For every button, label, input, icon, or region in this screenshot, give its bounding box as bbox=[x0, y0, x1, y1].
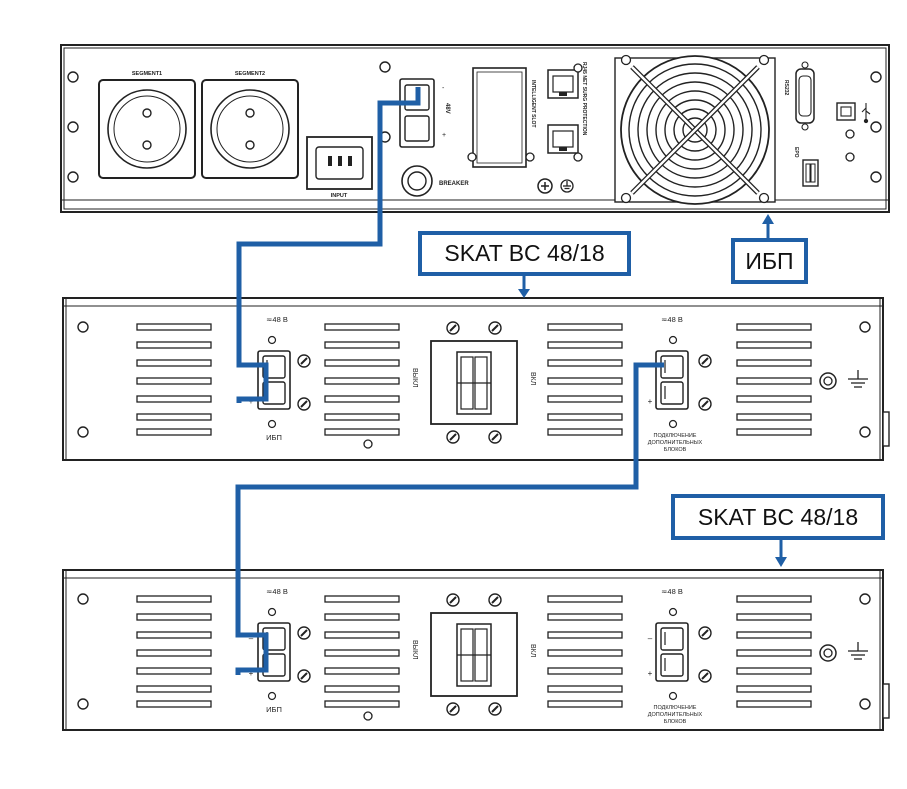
voltage-label-left: ≂48 В bbox=[266, 587, 288, 596]
socket-segment2 bbox=[201, 79, 299, 179]
callout-ups: ИБП bbox=[731, 238, 808, 284]
ground-icon bbox=[848, 370, 868, 388]
expansion-connector bbox=[655, 622, 689, 682]
expansion-label-line2: ДОПОЛНИТЕЛЬНЫХ bbox=[648, 712, 703, 718]
pointer-arrows bbox=[518, 214, 787, 567]
screw-icon bbox=[488, 702, 502, 716]
screw-icon bbox=[488, 321, 502, 335]
expansion-label-line2: ДОПОЛНИТЕЛЬНЫХ bbox=[648, 440, 703, 446]
battery-breaker-switch bbox=[430, 340, 518, 425]
vent-left bbox=[136, 595, 212, 708]
usb-port bbox=[836, 102, 856, 121]
switch-on-label: ВКЛ bbox=[529, 372, 536, 386]
screw-icon bbox=[698, 354, 712, 368]
rs232-port bbox=[795, 61, 815, 131]
screw-icon bbox=[446, 593, 460, 607]
breaker bbox=[401, 165, 433, 197]
socket-segment1 bbox=[98, 79, 196, 179]
rj45-port-top bbox=[547, 69, 579, 99]
segment2-label: SEGMENT2 bbox=[235, 71, 265, 77]
voltage-label-right: ≂48 В bbox=[661, 315, 683, 324]
ups-unit: SEGMENT1 SEGMENT2 INPUT - + 48V bbox=[60, 44, 890, 213]
expansion-connector bbox=[655, 350, 689, 410]
ground-screw bbox=[537, 178, 553, 194]
ground-terminal bbox=[819, 644, 837, 662]
switch-on-label: ВКЛ bbox=[529, 644, 536, 658]
screw-icon bbox=[297, 626, 311, 640]
intelligent-slot bbox=[472, 67, 527, 168]
cable-battery1-to-battery2 bbox=[235, 362, 664, 675]
usb-icon bbox=[861, 103, 871, 124]
screw-icon bbox=[297, 669, 311, 683]
ups-minus-label: - bbox=[442, 85, 445, 92]
plus-label: + bbox=[249, 669, 254, 678]
callout-battery-bottom: SKAT BC 48/18 bbox=[671, 494, 885, 540]
cable-ups-to-battery1 bbox=[236, 87, 421, 403]
battery-unit-top: ≂48 В – + ИБП ВЫКЛ ВКЛ ≂48 В – + bbox=[62, 297, 890, 461]
battery-breaker-switch bbox=[430, 612, 518, 697]
expansion-label-line1: ПОДКЛЮЧЕНИЕ bbox=[654, 433, 697, 439]
vent-right bbox=[736, 595, 812, 708]
screw-icon bbox=[297, 354, 311, 368]
mount-hole bbox=[67, 71, 882, 183]
expansion-label-line1: ПОДКЛЮЧЕНИЕ bbox=[654, 705, 697, 711]
ground-terminal bbox=[819, 372, 837, 390]
screw-icon bbox=[446, 321, 460, 335]
ups-port-label: ИБП bbox=[266, 433, 282, 442]
screw-icon bbox=[698, 669, 712, 683]
epo-terminal bbox=[802, 159, 819, 187]
rs232-label: RS232 bbox=[783, 80, 789, 96]
breaker-label: BREAKER bbox=[439, 181, 469, 187]
plus-label: + bbox=[648, 397, 653, 406]
expansion-label-line3: БЛОКОВ bbox=[664, 719, 687, 725]
expansion-label-line3: БЛОКОВ bbox=[664, 447, 687, 453]
cooling-fan bbox=[614, 54, 776, 205]
vent-center-right bbox=[547, 595, 623, 708]
minus-label: – bbox=[648, 634, 653, 643]
plus-label: + bbox=[648, 669, 653, 678]
rj45-label: RJ45 NET SURG PROTECTION bbox=[581, 62, 587, 136]
ac-input-socket bbox=[306, 136, 373, 190]
input-label: INPUT bbox=[331, 193, 348, 199]
screw-icon bbox=[698, 397, 712, 411]
vent-center-left bbox=[324, 323, 400, 436]
voltage-label-left: ≂48 В bbox=[266, 315, 288, 324]
cables bbox=[235, 87, 664, 675]
segment1-label: SEGMENT1 bbox=[132, 71, 162, 77]
rj45-port-bottom bbox=[547, 124, 579, 154]
screw-icon bbox=[446, 702, 460, 716]
battery-unit-bottom: ≂48 В – + ИБП ВЫКЛ ВКЛ ≂48 В – + ПОДКЛЮЧ… bbox=[62, 569, 890, 731]
minus-label: – bbox=[249, 634, 254, 643]
switch-off-label: ВЫКЛ bbox=[411, 640, 418, 660]
ground-icon bbox=[560, 179, 574, 193]
voltage-label-right: ≂48 В bbox=[661, 587, 683, 596]
ups-plus-label: + bbox=[442, 132, 446, 139]
callout-battery-top: SKAT BC 48/18 bbox=[418, 231, 631, 276]
screw-icon bbox=[446, 430, 460, 444]
epo-label: EPO bbox=[793, 147, 799, 158]
vent-right bbox=[736, 323, 812, 436]
screw-icon bbox=[488, 430, 502, 444]
screw-icon bbox=[698, 626, 712, 640]
screw-icon bbox=[297, 397, 311, 411]
vent-center-right bbox=[547, 323, 623, 436]
vent-left bbox=[136, 323, 212, 436]
vent-center-left bbox=[324, 595, 400, 708]
screw-icon bbox=[488, 593, 502, 607]
intelligent-slot-label: INTELLIGENT SLOT bbox=[530, 80, 536, 128]
ups-port-label: ИБП bbox=[266, 705, 282, 714]
ups-voltage-label: 48V bbox=[444, 103, 450, 114]
switch-off-label: ВЫКЛ bbox=[411, 368, 418, 388]
ground-icon bbox=[848, 642, 868, 660]
